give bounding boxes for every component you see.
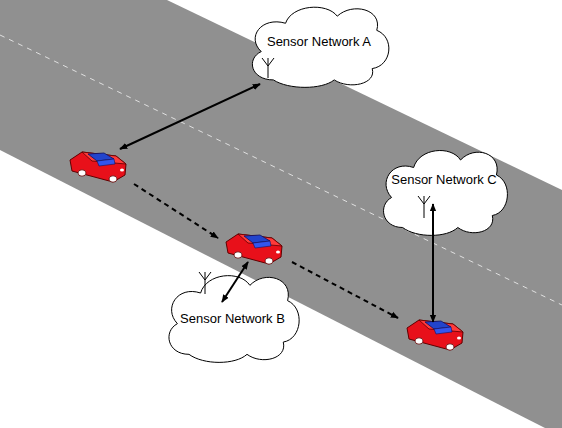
- cloud-outline: [375, 145, 513, 235]
- sensor-network-cloud: Sensor Network C: [375, 145, 513, 235]
- sensor-network-cloud: Sensor Network A: [243, 2, 395, 87]
- network-label: Sensor Network A: [243, 34, 395, 50]
- network-label: Sensor Network B: [160, 311, 305, 327]
- movement-arrow: [134, 184, 398, 318]
- network-label: Sensor Network C: [375, 172, 513, 188]
- car: [70, 152, 126, 182]
- sensor-network-cloud: Sensor Network B: [160, 270, 305, 362]
- car: [407, 320, 463, 350]
- car: [226, 234, 282, 264]
